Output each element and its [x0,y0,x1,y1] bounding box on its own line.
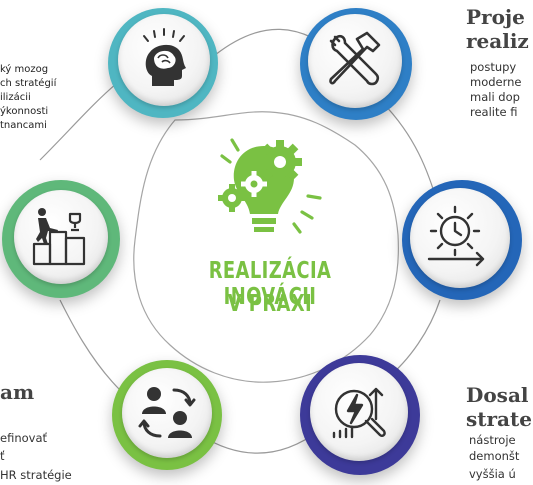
gear-clock-arrow-icon [427,205,485,267]
node-people[interactable] [112,360,222,470]
node-podium-disc [14,190,108,284]
node-people-disc [122,368,212,458]
top-right-text-4: realite fi [470,105,518,119]
top-right-text-1: postupy [470,60,517,74]
bottom-right-heading-2: strate [466,407,532,431]
node-tools[interactable] [300,8,412,120]
bottom-right-text-3: vyššia ú [469,467,516,481]
brain-head-icon [143,28,186,86]
top-left-text-4: ýkonnosti [0,106,49,117]
top-right-heading-2: realiz [466,29,529,53]
center-title-line2: V PRAXI [227,291,313,317]
top-left-text-2: ch stratégií [0,78,57,89]
top-right-text-3: mali dop [470,90,520,104]
energy-chart-icon [332,387,386,439]
node-gear-clock[interactable] [402,180,522,300]
podium-trophy-icon [32,208,86,266]
top-left-text-1: ký mozog [0,64,49,75]
node-tools-disc [308,14,402,108]
top-left-text-5: tnancami [0,120,47,131]
node-energy[interactable] [300,355,420,475]
bottom-left-text-2: ť [0,449,5,463]
bottom-left-text-3: HR stratégie [0,468,72,482]
node-energy-disc [310,363,408,461]
node-gear-clock-disc [410,188,510,288]
center-title-line1: REALIZÁCIA INOVÁCII [208,258,332,310]
bottom-left-text-1: efinovať [0,431,48,445]
node-podium[interactable] [2,180,120,298]
top-right-text-2: moderne [470,75,522,89]
people-exchange-icon [138,387,196,438]
bottom-left-heading: am [0,380,35,404]
top-left-text-3: ilizácii [0,92,31,103]
tools-wrench-hammer-icon [329,31,381,86]
node-brain-disc [118,14,210,106]
bulb-gears-icon [218,138,322,234]
node-brain[interactable] [108,8,218,118]
top-right-heading-1: Proje [466,5,525,29]
bottom-right-heading-1: Dosal [466,383,529,407]
bottom-right-text-1: nástroje [469,433,516,447]
bottom-right-text-2: demonšt [469,449,520,463]
